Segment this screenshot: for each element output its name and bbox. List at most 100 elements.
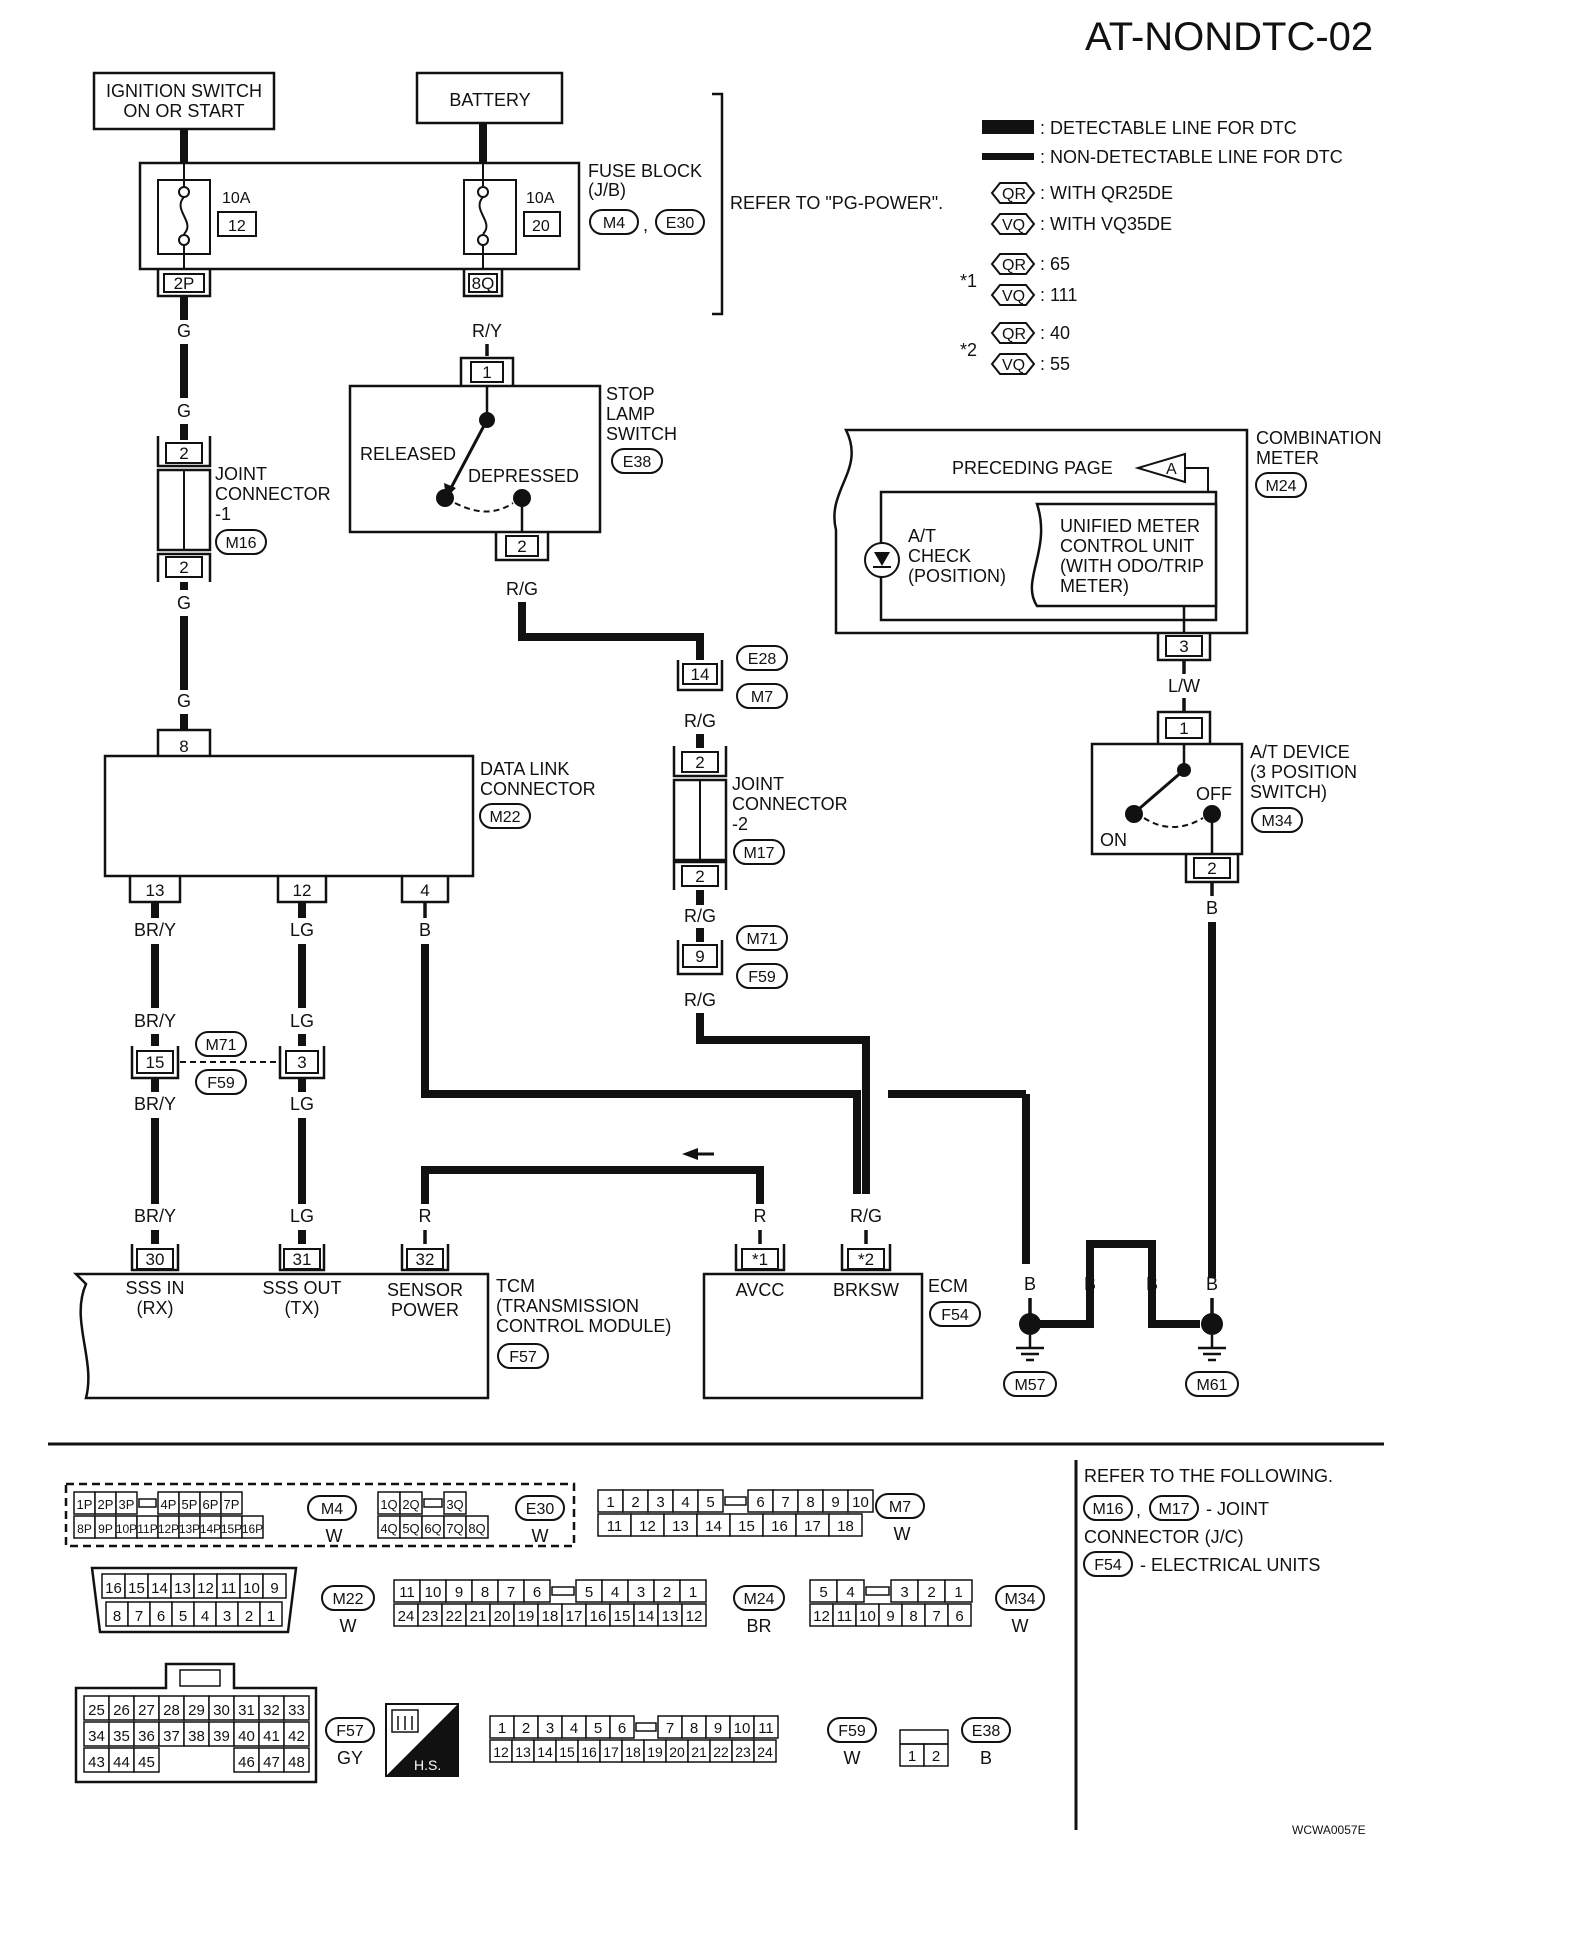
f57-row1-pin-label: 26 [113, 1702, 130, 1719]
svg-text:E28: E28 [748, 651, 777, 668]
svg-text:2: 2 [179, 444, 188, 463]
f59-row1-pin-label: 1 [498, 1720, 506, 1737]
m4-row1-pin-label: 6P [203, 1497, 219, 1512]
fuse-block-label-2: (J/B) [588, 180, 626, 200]
refer-joint-1: - JOINT [1206, 1499, 1269, 1519]
joint-connector-2: 2 2 [672, 746, 728, 890]
m7-row2-pin-label: 15 [738, 1518, 755, 1535]
m22-row1-pin-label: 11 [221, 1580, 237, 1597]
depressed-label: DEPRESSED [468, 466, 579, 486]
m34-row2-pin-label: 9 [886, 1608, 894, 1625]
f57-latch [179, 1669, 221, 1687]
f57-row1-cavity [158, 1695, 185, 1721]
ground-m61: M61 [1185, 1313, 1239, 1397]
m24-row1-pin-label: 10 [425, 1584, 442, 1601]
battery-label: BATTERY [449, 90, 530, 110]
sss-in-1: SSS IN [125, 1278, 184, 1298]
f57-row2-pin-label: 36 [138, 1728, 155, 1745]
e30-row1-cavity [443, 1491, 467, 1515]
e30-row1-pin-label: 1Q [380, 1497, 397, 1512]
f59-row2-pin-label: 13 [515, 1744, 531, 1760]
f59-row2-pin-label: 21 [691, 1744, 707, 1760]
m7-row1-pin-label: 4 [681, 1494, 689, 1511]
f57-row3a-pin-label: 45 [138, 1754, 155, 1771]
f57-row2-pin-label: 37 [163, 1728, 180, 1745]
svg-text:M7: M7 [751, 689, 773, 706]
m22-row2-pin-label: 5 [179, 1608, 187, 1625]
m34-row1-pin-label: 3 [900, 1584, 908, 1601]
svg-text:2: 2 [695, 867, 704, 886]
svg-text:M4: M4 [321, 1501, 343, 1518]
svg-text:,: , [643, 215, 648, 235]
joint2-conn: M17 [743, 845, 774, 862]
f59-row2-pin-label: 19 [647, 1744, 663, 1760]
legend: : DETECTABLE LINE FOR DTC : NON-DETECTAB… [960, 118, 1343, 375]
connector-m71-f59-pin9: 9 M71 F59 [676, 925, 788, 989]
svg-text:*1: *1 [752, 1250, 768, 1269]
legend-star2: *2 QR : 40 VQ : 55 [960, 322, 1070, 375]
f59-row2-pin-label: 22 [713, 1744, 729, 1760]
sss-out-1: SSS OUT [262, 1278, 341, 1298]
f59-row1-pin-label: 8 [690, 1720, 698, 1737]
svg-text:2P: 2P [174, 274, 195, 293]
tcm-conn: F57 [509, 1349, 537, 1366]
svg-text:13: 13 [146, 881, 165, 900]
at-check-3: (POSITION) [908, 566, 1006, 586]
e30-row1-cavity [399, 1491, 423, 1515]
at-off-label: OFF [1196, 784, 1232, 804]
m24-row1-pin-label: 9 [455, 1584, 463, 1601]
battery-box: BATTERY [415, 71, 564, 125]
m22-row2-cavity [259, 1601, 283, 1627]
m4-row2-pin-label: 16P [242, 1522, 263, 1536]
wire-color-rg-1: R/G [506, 579, 538, 599]
svg-text:W: W [340, 1616, 357, 1636]
f57-row2-cavity [83, 1721, 110, 1747]
f57-row3b-pin-label: 48 [288, 1754, 305, 1771]
legend-vq: : WITH VQ35DE [1040, 214, 1172, 234]
svg-text:M71: M71 [746, 931, 777, 948]
f59-row1-cavity [609, 1715, 635, 1739]
f57-row2-pin-label: 38 [188, 1728, 205, 1745]
svg-text:E30: E30 [666, 215, 695, 232]
m24-row2-pin-label: 13 [662, 1608, 679, 1625]
m7-row1-key [724, 1496, 747, 1506]
svg-text:12: 12 [293, 881, 312, 900]
m24-row1-pin-label: 6 [533, 1584, 541, 1601]
svg-text:W: W [532, 1526, 549, 1546]
f57-row3a-cavity [133, 1747, 160, 1773]
f59-row1-cavity [753, 1715, 779, 1739]
m24-row1-pin-label: 5 [585, 1584, 593, 1601]
m4-row2-pin-label: 10P [116, 1522, 137, 1536]
f57-row2-cavity [133, 1721, 160, 1747]
m4-row1-pin-label: 4P [161, 1497, 177, 1512]
wire-color-r-1: R [419, 1206, 432, 1226]
wire-color-bry-4: BR/Y [134, 1206, 176, 1226]
dlc-label-1: DATA LINK [480, 759, 569, 779]
at-on-label: ON [1100, 830, 1127, 850]
legend-qr-row: QR : WITH QR25DE [990, 182, 1173, 204]
m24-row2-pin-label: 16 [590, 1608, 607, 1625]
m24-row2-pin-label: 20 [494, 1608, 511, 1625]
f59-row2-pin-label: 18 [625, 1744, 641, 1760]
unified-meter-2: CONTROL UNIT [1060, 536, 1194, 556]
connector-e28-m7: 14 E28 M7 [676, 645, 788, 709]
e30-row1-pin-label: 2Q [402, 1497, 419, 1512]
ground-m61-label: M61 [1196, 1377, 1227, 1394]
svg-text:BR: BR [746, 1616, 771, 1636]
m24-row1-pin-label: 11 [399, 1584, 415, 1601]
ecm-label: ECM [928, 1276, 968, 1296]
m22-row1-pin-label: 9 [270, 1580, 278, 1597]
m7-row2-pin-label: 13 [672, 1518, 689, 1535]
fuse-block: 10A 12 10A 20 [138, 161, 581, 271]
svg-text:1: 1 [482, 363, 491, 382]
f57-row2-cavity [108, 1721, 135, 1747]
m24-row2-cavity [681, 1603, 707, 1627]
f57-row1-cavity [233, 1695, 260, 1721]
m22-row2-pin-label: 8 [113, 1608, 121, 1625]
svg-text:30: 30 [146, 1250, 165, 1269]
stop-lamp-label-1: STOP [606, 384, 655, 404]
m22-row2-pin-label: 2 [245, 1608, 253, 1625]
unified-meter-1: UNIFIED METER [1060, 516, 1200, 536]
joint2-label-3: -2 [732, 814, 748, 834]
